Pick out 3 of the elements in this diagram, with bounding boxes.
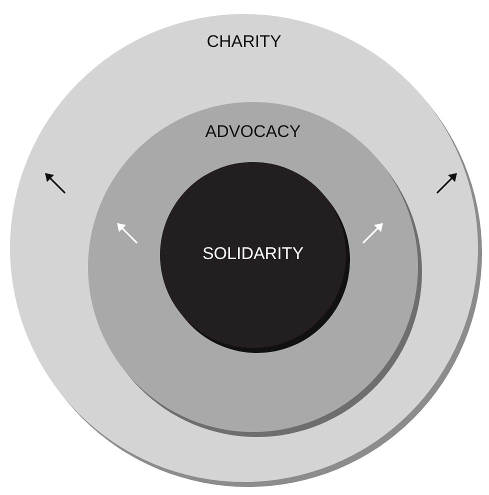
circle-label: ADVOCACY [204,122,302,142]
circle-label: CHARITY [206,32,282,52]
circle-label: SOLIDARITY [201,244,305,264]
